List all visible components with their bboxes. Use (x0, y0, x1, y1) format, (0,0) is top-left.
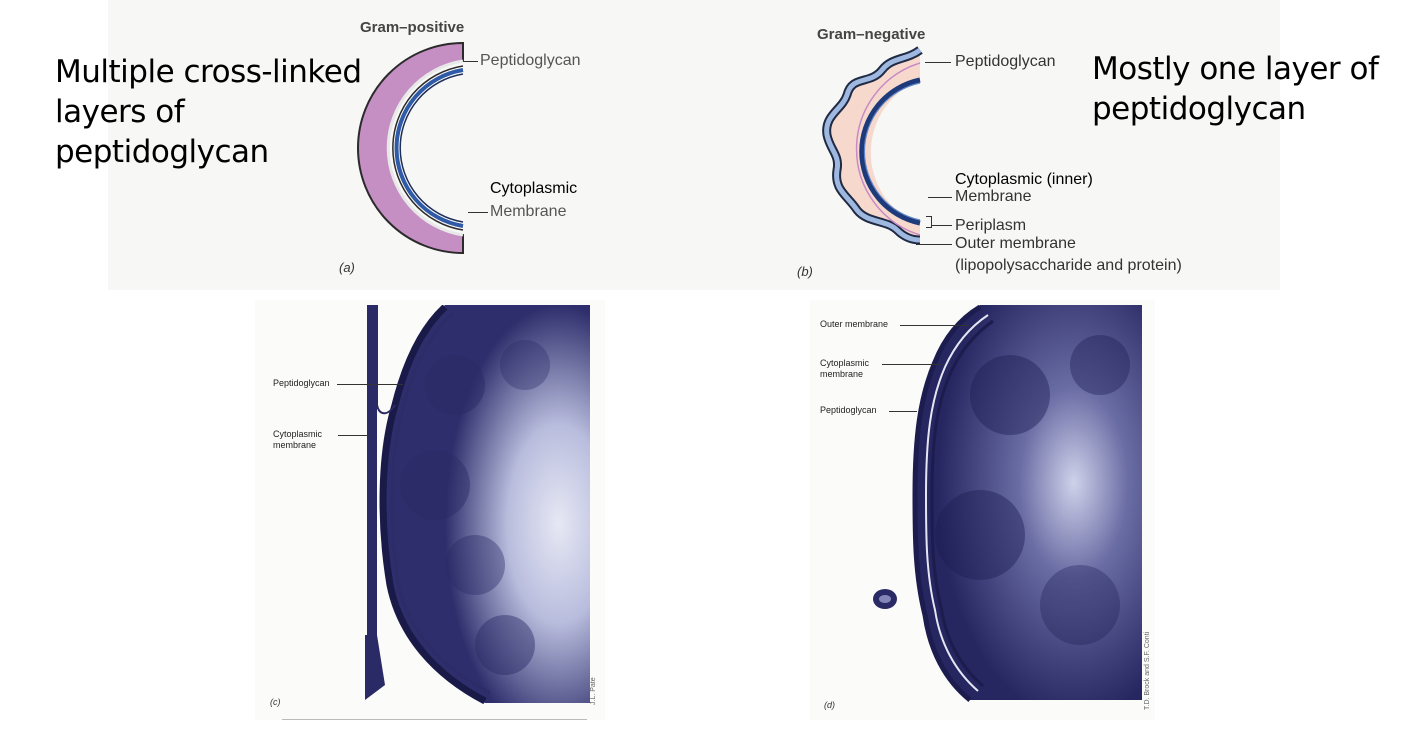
panel-letter-d: (d) (824, 700, 835, 710)
caption-line: peptidoglycan (1092, 91, 1306, 127)
leader-line (932, 225, 952, 226)
label-peptidoglycan: Peptidoglycan (480, 52, 581, 69)
label-membrane: Membrane (955, 188, 1032, 205)
label-membrane: Membrane (490, 203, 567, 220)
caption-line: Multiple cross-linked (55, 54, 362, 90)
textbook-scan-strip (108, 0, 1280, 290)
leader-line (889, 411, 917, 412)
leader-line (900, 325, 970, 326)
label-cytoplasmic: Cytoplasmic (490, 180, 578, 197)
label-cytoplasmic-inner: Cytoplasmic (inner) (955, 171, 1093, 188)
leader-line (925, 62, 951, 63)
leader-line (464, 61, 478, 62)
gram-negative-wall-diagram (822, 46, 923, 245)
label-peptidoglycan: Peptidoglycan (273, 378, 330, 388)
photo-credit: T.D. Brock and S.F. Conti (1144, 631, 1151, 710)
panel-letter-b: (b) (797, 264, 813, 279)
gram-positive-caption: Multiple cross-linked layers of peptidog… (55, 52, 362, 172)
periplasm-bracket (926, 216, 932, 228)
label-peptidoglycan: Peptidoglycan (955, 53, 1056, 70)
label-membrane: membrane (273, 440, 317, 450)
leader-line (882, 364, 942, 365)
label-cytoplasmic: Cytoplasmic (820, 358, 870, 368)
caption-line: layers of (55, 94, 185, 130)
leader-line (337, 384, 403, 385)
caption-line: peptidoglycan (55, 134, 269, 170)
divider (282, 719, 587, 720)
label-outer-membrane: Outer membrane (820, 319, 889, 329)
leader-line (338, 435, 370, 436)
caption-line: Mostly one layer of (1092, 51, 1379, 87)
gram-positive-wall-diagram (357, 41, 464, 255)
label-outer-membrane-detail: (lipopolysaccharide and protein) (955, 257, 1182, 274)
gram-negative-caption: Mostly one layer of peptidoglycan (1092, 49, 1379, 129)
label-periplasm: Periplasm (955, 217, 1027, 234)
gram-negative-title: Gram–negative (817, 26, 926, 43)
label-outer-membrane: Outer membrane (955, 235, 1076, 252)
leader-line (928, 197, 952, 198)
leader-line (468, 212, 488, 213)
gram-negative-micrograph (873, 305, 1142, 702)
gram-positive-title: Gram–positive (360, 19, 465, 36)
panel-letter-a: (a) (339, 260, 355, 275)
label-membrane: membrane (820, 369, 864, 379)
gram-positive-micrograph (365, 305, 590, 705)
label-peptidoglycan: Peptidoglycan (820, 405, 877, 415)
panel-letter-c: (c) (270, 697, 281, 707)
leader-line (916, 244, 952, 245)
photo-credit: J.L. Pate (590, 677, 597, 705)
label-cytoplasmic: Cytoplasmic (273, 429, 323, 439)
